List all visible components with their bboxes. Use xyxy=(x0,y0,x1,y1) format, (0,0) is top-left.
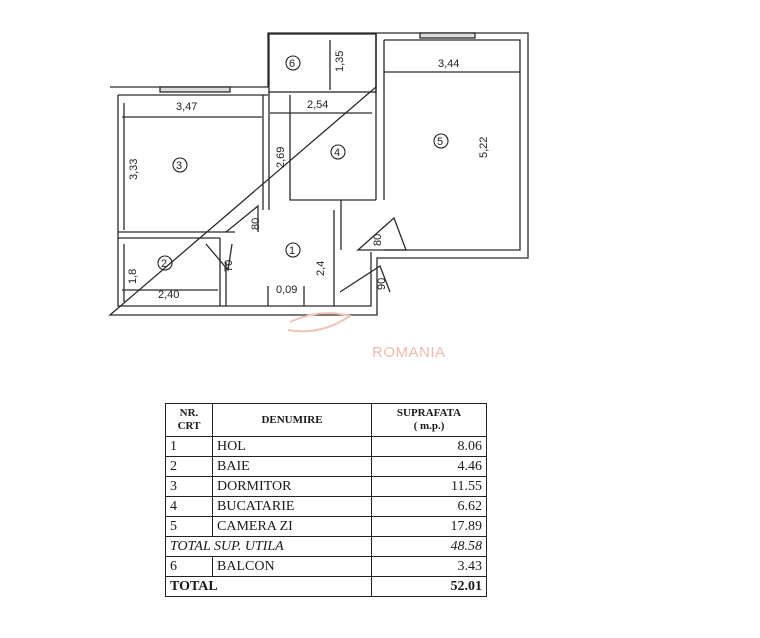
total-utila-row: TOTAL SUP. UTILA 48.58 xyxy=(165,536,487,557)
dim-269: 2,69 xyxy=(275,147,287,168)
door-width-a: 80 xyxy=(250,218,262,230)
table-row: 1 HOL 8.06 xyxy=(165,436,487,457)
table-header-row: NR.CRT DENUMIRE SUPRAFATA( m.p.) xyxy=(165,403,487,437)
dim-254: 2,54 xyxy=(307,99,328,111)
door-width-b: 70 xyxy=(223,260,235,272)
watermark-logo xyxy=(287,312,353,333)
door-swing-d xyxy=(339,265,391,293)
watermark-text: ROMANIA xyxy=(372,344,446,361)
row-area: 11.55 xyxy=(371,476,487,497)
room-4-number: 4 xyxy=(334,147,340,159)
wall-inner-line xyxy=(117,39,521,307)
room-2-number: 2 xyxy=(161,258,167,270)
row-nr: 2 xyxy=(165,456,213,477)
total-row: TOTAL 52.01 xyxy=(165,576,487,597)
total-utila-label: TOTAL SUP. UTILA xyxy=(165,536,372,557)
row-nr: 3 xyxy=(165,476,213,497)
door-swing-c xyxy=(356,216,407,251)
area-table: NR.CRT DENUMIRE SUPRAFATA( m.p.) 1 HOL 8… xyxy=(165,403,487,597)
row-area: 3.43 xyxy=(371,556,487,577)
door-width-c: 80 xyxy=(372,234,384,246)
room-3-number: 3 xyxy=(176,160,182,172)
dim-240: 2,40 xyxy=(158,289,179,301)
door-swing-a xyxy=(225,204,259,233)
door-swing-b xyxy=(205,243,233,272)
row-nr: 5 xyxy=(165,516,213,537)
dim-135: 1,35 xyxy=(334,51,346,72)
col-header-denumire: DENUMIRE xyxy=(212,403,372,437)
room-1-number: 1 xyxy=(289,245,295,257)
row-area: 17.89 xyxy=(371,516,487,537)
total-value: 52.01 xyxy=(371,576,487,597)
dim-24: 2,4 xyxy=(315,261,327,276)
balcony-outline xyxy=(268,33,377,93)
dim-344: 3,44 xyxy=(438,58,459,70)
room-6-number: 6 xyxy=(289,58,295,70)
table-row: 5 CAMERA ZI 17.89 xyxy=(165,516,487,537)
col-header-nr: NR.CRT xyxy=(165,403,213,437)
total-utila-value: 48.58 xyxy=(371,536,487,557)
row-nr: 1 xyxy=(165,436,213,457)
row-name: BUCATARIE xyxy=(212,496,372,517)
row-area: 4.46 xyxy=(371,456,487,477)
col-header-suprafata: SUPRAFATA( m.p.) xyxy=(371,403,487,437)
row-name: HOL xyxy=(212,436,372,457)
row-area: 8.06 xyxy=(371,436,487,457)
room-5-number: 5 xyxy=(437,136,443,148)
row-area: 6.62 xyxy=(371,496,487,517)
dim-333: 3,33 xyxy=(128,159,140,180)
row-nr: 4 xyxy=(165,496,213,517)
dim-009: 0,09 xyxy=(276,284,297,296)
table-row: 3 DORMITOR 11.55 xyxy=(165,476,487,497)
dim-347: 3,47 xyxy=(176,101,197,113)
row-name: BAIE xyxy=(212,456,372,477)
table-row: 2 BAIE 4.46 xyxy=(165,456,487,477)
table-row-balcon: 6 BALCON 3.43 xyxy=(165,556,487,577)
dim-522: 5,22 xyxy=(478,137,490,158)
row-name: CAMERA ZI xyxy=(212,516,372,537)
row-name: BALCON xyxy=(212,556,372,577)
dim-18: 1,8 xyxy=(127,269,139,284)
door-width-d: 90 xyxy=(376,278,388,290)
row-name: DORMITOR xyxy=(212,476,372,497)
table-row: 4 BUCATARIE 6.62 xyxy=(165,496,487,517)
row-nr: 6 xyxy=(165,556,213,577)
total-label: TOTAL xyxy=(165,576,372,597)
floor-plan: 3 2 1 4 5 6 3,47 3,33 2,54 2,69 1,35 3,4… xyxy=(108,32,529,361)
